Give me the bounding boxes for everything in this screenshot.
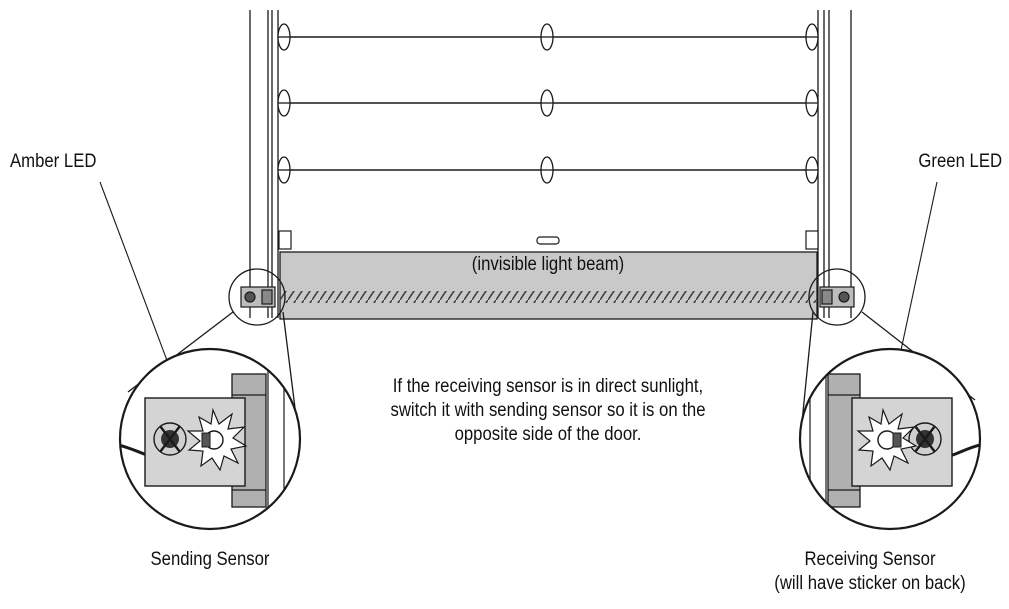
receiving-zoom-source <box>808 268 866 326</box>
note-line-1: If the receiving sensor is in direct sun… <box>392 376 704 397</box>
amber-led-label: Amber LED <box>10 151 97 172</box>
sending-zoom-circle <box>118 347 302 531</box>
sending-sensor-label: Sending Sensor <box>150 549 270 570</box>
green-led-burst-icon <box>856 407 918 472</box>
receiving-sensor-small <box>819 286 855 308</box>
sending-sensor-small <box>240 286 276 308</box>
sunlight-note: If the receiving sensor is in direct sun… <box>346 375 751 447</box>
sending-zoom-source <box>228 268 286 326</box>
sending-sensor-detail <box>120 349 300 529</box>
green-led-label: Green LED <box>918 151 1002 172</box>
beam-label: (invisible light beam) <box>471 254 625 275</box>
door-bottom-brackets <box>278 230 819 250</box>
door-rollers <box>277 23 819 184</box>
receiving-zoom-circle <box>798 347 982 531</box>
amber-led-burst-icon <box>186 407 248 472</box>
receiving-sensor-label: Receiving Sensor <box>804 549 936 570</box>
beam-zone <box>279 251 818 320</box>
note-line-3: opposite side of the door. <box>454 424 642 445</box>
receiving-sensor-note: (will have sticker on back) <box>774 573 966 594</box>
light-beam-line <box>280 291 817 303</box>
note-line-2: switch it with sending sensor so it is o… <box>390 400 706 421</box>
receiving-sensor-caption: Receiving Sensor (will have sticker on b… <box>756 548 985 596</box>
